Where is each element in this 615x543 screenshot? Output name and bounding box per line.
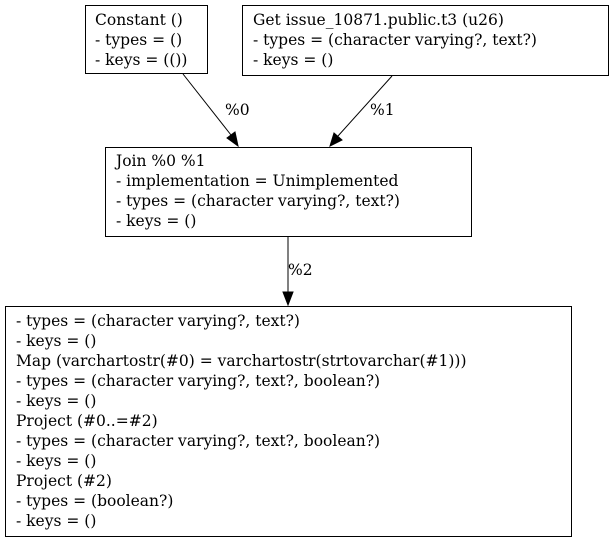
node-get-line: - types = (character varying?, text?)	[253, 31, 537, 49]
node-map-project-line: Map (varchartostr(#0) = varchartostr(str…	[16, 352, 467, 370]
node-map-project: - types = (character varying?, text?) - …	[5, 306, 572, 537]
node-constant-line: - keys = (())	[95, 51, 187, 69]
node-map-project-line: - keys = ()	[16, 512, 96, 530]
node-map-project-line: - keys = ()	[16, 332, 96, 350]
node-constant-line: - types = ()	[95, 31, 182, 49]
node-join-box	[105, 147, 472, 237]
edge-join-to-map-project: %2	[282, 237, 313, 307]
edge-constant-to-join: %0	[182, 73, 250, 148]
node-map-project-line: Project (#2)	[16, 472, 112, 490]
node-map-project-line: - types = (character varying?, text?, bo…	[16, 372, 380, 390]
node-map-project-line: - keys = ()	[16, 452, 96, 470]
node-get: Get issue_10871.public.t3 (u26) - types …	[242, 5, 609, 76]
node-join-line: - keys = ()	[116, 212, 196, 230]
node-join-line: - types = (character varying?, text?)	[116, 192, 400, 210]
node-constant: Constant () - types = () - keys = (())	[85, 5, 208, 74]
node-get-line: Get issue_10871.public.t3 (u26)	[253, 11, 504, 29]
node-get-box	[242, 5, 609, 76]
edge-line	[337, 75, 393, 137]
arrowhead-icon	[226, 131, 239, 148]
node-get-line: - keys = ()	[253, 51, 333, 69]
node-join-line: Join %0 %1	[114, 152, 206, 170]
edge-label: %1	[370, 101, 395, 119]
node-map-project-line: - keys = ()	[16, 392, 96, 410]
node-map-project-line: - types = (character varying?, text?, bo…	[16, 432, 380, 450]
node-map-project-line: Project (#0..=#2)	[16, 412, 158, 430]
node-join: Join %0 %1 - implementation = Unimplemen…	[105, 147, 472, 237]
edge-label: %0	[225, 101, 250, 119]
node-join-line: - implementation = Unimplemented	[116, 172, 399, 190]
edge-label: %2	[288, 261, 313, 279]
node-constant-line: Constant ()	[95, 11, 183, 29]
edge-line	[182, 73, 232, 136]
node-map-project-box	[5, 306, 572, 537]
node-constant-box	[85, 5, 208, 74]
node-map-project-line: - types = (boolean?)	[16, 492, 173, 510]
arrowhead-icon	[329, 132, 343, 147]
arrowhead-icon	[282, 291, 294, 307]
node-map-project-line: - types = (character varying?, text?)	[16, 312, 300, 330]
edge-get-to-join: %1	[329, 75, 395, 147]
